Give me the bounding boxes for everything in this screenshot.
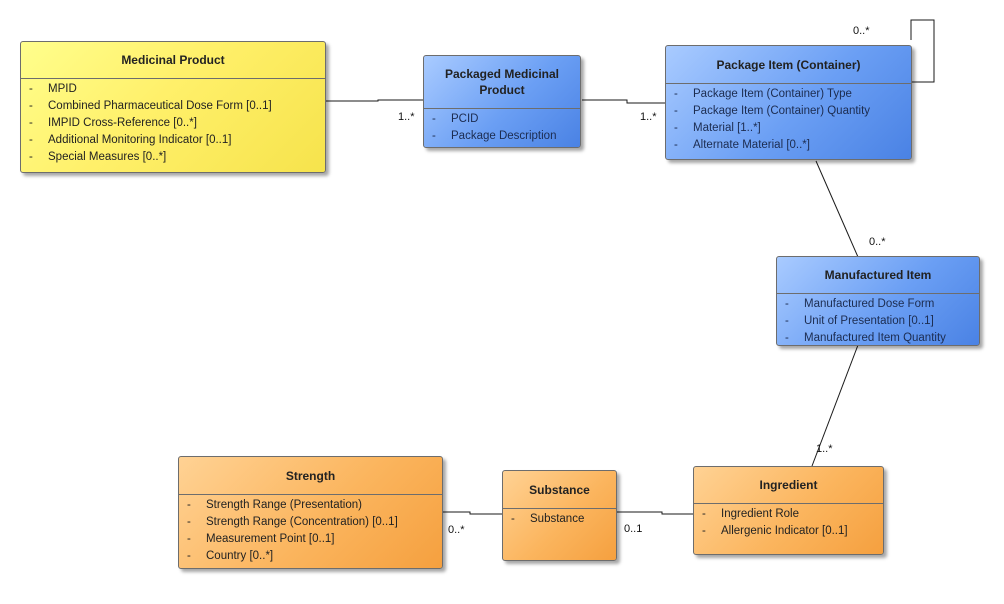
attribute-item: -Combined Pharmaceutical Dose Form [0..1… — [29, 100, 272, 112]
attribute-item: -Material [1..*] — [674, 122, 761, 134]
class-title: Strength — [179, 457, 442, 495]
assoc-pi-mi — [815, 160, 859, 258]
attribute-item: -IMPID Cross-Reference [0..*] — [29, 117, 197, 129]
class-title: Package Item (Container) — [666, 46, 911, 84]
assoc-mi-ing — [811, 344, 859, 467]
multiplicity-sub-str: 0..* — [448, 524, 465, 536]
assoc-mp-pmp — [326, 99, 424, 102]
attribute-item: -Additional Monitoring Indicator [0..1] — [29, 134, 232, 146]
assoc-ing-sub — [617, 511, 694, 515]
class-strength[interactable]: Strength -Strength Range (Presentation) … — [178, 456, 443, 569]
attribute-item: -Strength Range (Presentation) — [187, 499, 362, 511]
class-title: Manufactured Item — [777, 257, 979, 294]
class-substance[interactable]: Substance -Substance — [502, 470, 617, 561]
attribute-item: -Manufactured Dose Form — [785, 298, 935, 310]
class-title: Packaged Medicinal Product — [424, 56, 580, 109]
attribute-item: -Package Item (Container) Type — [674, 88, 852, 100]
class-packaged-medicinal-product[interactable]: Packaged Medicinal Product -PCID -Packag… — [423, 55, 581, 148]
attribute-item: -Measurement Point [0..1] — [187, 533, 335, 545]
assoc-pi-self — [910, 19, 935, 83]
class-package-item-container[interactable]: Package Item (Container) -Package Item (… — [665, 45, 912, 160]
assoc-pmp-pi — [582, 99, 666, 104]
attribute-item: -Manufactured Item Quantity — [785, 332, 946, 344]
attribute-item: -Ingredient Role — [702, 508, 799, 520]
attribute-item: -Package Description — [432, 130, 557, 142]
class-medicinal-product[interactable]: Medicinal Product -MPID -Combined Pharma… — [20, 41, 326, 173]
class-manufactured-item[interactable]: Manufactured Item -Manufactured Dose For… — [776, 256, 980, 346]
attribute-item: -PCID — [432, 113, 479, 125]
multiplicity-mp-pmp: 1..* — [398, 111, 415, 123]
class-title: Substance — [503, 471, 616, 509]
multiplicity-mi-ing: 1..* — [816, 443, 833, 455]
multiplicity-ing-sub: 0..1 — [624, 523, 643, 535]
multiplicity-pi-mi: 0..* — [869, 236, 886, 248]
class-title: Ingredient — [694, 467, 883, 504]
attribute-item: -Special Measures [0..*] — [29, 151, 167, 163]
attribute-item: -Unit of Presentation [0..1] — [785, 315, 934, 327]
attribute-item: -Substance — [511, 513, 585, 525]
attribute-item: -Country [0..*] — [187, 550, 274, 562]
attribute-item: -Alternate Material [0..*] — [674, 139, 810, 151]
multiplicity-pmp-pi: 1..* — [640, 111, 657, 123]
attribute-item: -MPID — [29, 83, 77, 95]
class-ingredient[interactable]: Ingredient -Ingredient Role -Allergenic … — [693, 466, 884, 555]
assoc-sub-str — [443, 511, 503, 515]
class-title: Medicinal Product — [21, 42, 325, 79]
attribute-item: -Allergenic Indicator [0..1] — [702, 525, 848, 537]
attribute-item: -Strength Range (Concentration) [0..1] — [187, 516, 398, 528]
attribute-item: -Package Item (Container) Quantity — [674, 105, 871, 117]
multiplicity-pi-self: 0..* — [853, 25, 870, 37]
